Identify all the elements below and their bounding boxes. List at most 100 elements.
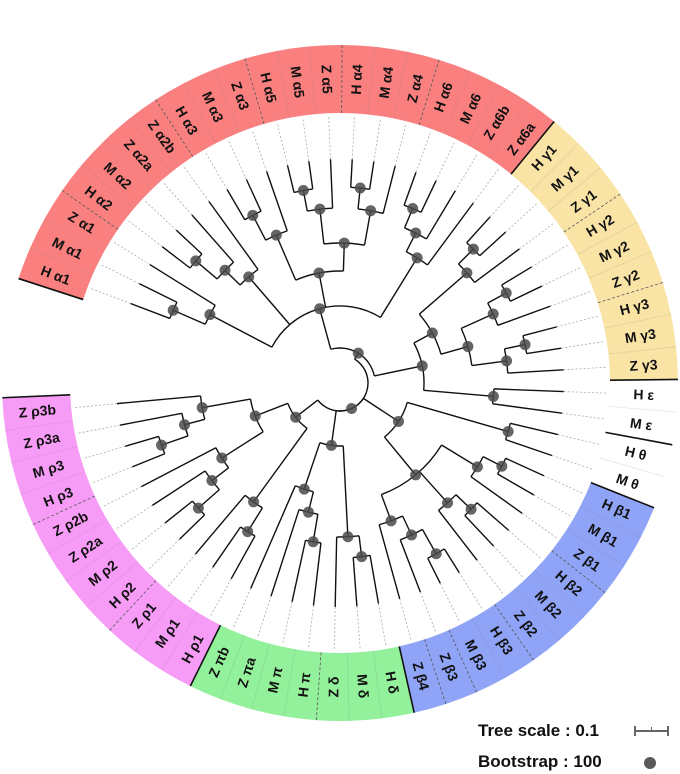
bootstrap-dot <box>270 229 282 241</box>
ring-divider <box>244 58 265 125</box>
ring-divider <box>563 193 621 233</box>
bootstrap-dot <box>307 536 319 548</box>
bootstrap-dots <box>156 182 531 563</box>
bootstrap-dot <box>156 439 168 451</box>
branch-line <box>334 536 338 607</box>
branch-line <box>363 210 372 246</box>
leaf-guide-line <box>435 140 456 181</box>
bootstrap-dot <box>410 227 422 239</box>
leaf-label: Z δ <box>325 676 341 697</box>
branch-line <box>460 313 494 330</box>
leaf-guide-line <box>76 424 121 434</box>
ring-divider <box>220 635 245 700</box>
leaf-label: H θ <box>623 443 648 464</box>
leaf-label: Z α4 <box>404 72 427 104</box>
branch-line <box>319 308 332 350</box>
bootstrap-dot <box>325 439 337 451</box>
branch-line <box>423 389 494 398</box>
ring-sector <box>48 519 122 582</box>
ring-sector <box>467 85 528 159</box>
ring-divider <box>183 82 216 144</box>
branch-line <box>116 395 201 405</box>
ring-sector <box>18 247 93 300</box>
ring-divider <box>418 59 440 125</box>
ring-sector <box>62 164 134 230</box>
tree-branches <box>73 115 608 651</box>
branch-line <box>507 369 564 374</box>
ring-divider <box>608 405 677 413</box>
leaf-label: M θ <box>614 470 641 493</box>
leaf-label: M δ <box>354 674 372 699</box>
ring-divider <box>604 313 672 329</box>
bootstrap-dot <box>314 203 326 215</box>
leaf-guide-line <box>531 243 570 268</box>
leaf-guide-line <box>127 219 163 248</box>
ring-divider <box>189 624 222 687</box>
bootstrap-label: Bootstrap : 100 <box>478 752 602 771</box>
branch-line <box>425 190 456 240</box>
branch-line <box>149 263 216 306</box>
bootstrap-dot <box>407 203 419 215</box>
leaf-label: M ε <box>629 415 654 434</box>
bootstrap-dot <box>500 287 512 299</box>
branch-line <box>407 401 509 433</box>
ring-sector <box>134 597 198 671</box>
leaf-guide-line <box>82 445 126 460</box>
ring-sector <box>530 143 601 212</box>
leaf-guide-line <box>130 522 166 551</box>
branch-line <box>265 171 288 232</box>
branch-line <box>505 438 553 457</box>
bootstrap-dot <box>411 252 423 264</box>
ring-sector <box>244 50 290 124</box>
ring-divider <box>599 457 665 478</box>
bootstrap-dot <box>501 355 513 367</box>
ring-sector <box>5 420 78 463</box>
bootstrap-dot <box>352 347 364 359</box>
leaf-label: M π <box>264 665 285 694</box>
ring-sector <box>129 99 193 173</box>
bootstrap-dot <box>206 475 218 487</box>
ring-sector <box>588 251 663 303</box>
bootstrap-dot <box>392 415 404 427</box>
branch-line <box>250 485 296 589</box>
branch-line <box>497 305 551 326</box>
ring-sector <box>2 394 73 431</box>
branch-line <box>420 180 437 213</box>
branch-line <box>426 202 474 266</box>
tree-scale-midtick <box>651 727 652 732</box>
bootstrap-dot <box>346 402 358 414</box>
leaf-guide-line <box>476 559 505 596</box>
ring-divider <box>276 50 290 118</box>
ring-sector <box>551 529 625 593</box>
leaf-guide-line <box>251 129 267 172</box>
ring-divider <box>86 561 138 608</box>
ring-sector <box>599 432 673 477</box>
ring-divider <box>251 643 270 710</box>
branch-line <box>497 473 535 496</box>
branch-line <box>522 326 558 337</box>
leaf-guide-line <box>257 595 272 639</box>
branch-line <box>476 502 510 531</box>
bootstrap-dot <box>297 184 309 196</box>
leaf-guide-line <box>182 165 210 202</box>
ring-divider <box>308 46 316 115</box>
ring-divider <box>489 101 529 159</box>
leaf-guide-line <box>356 606 361 651</box>
leaf-guide-line <box>187 567 214 604</box>
leaf-guide-line <box>373 118 381 162</box>
ring-divider <box>61 190 119 230</box>
leaf-label: Z β4 <box>410 660 433 692</box>
branch-line <box>342 445 349 537</box>
ring-sector <box>608 346 678 381</box>
bootstrap-dot <box>196 402 208 414</box>
leaf-label: H α5 <box>257 71 280 105</box>
leaf-label: M α4 <box>376 65 397 99</box>
branch-line <box>291 540 307 602</box>
ring-divider <box>30 247 93 276</box>
ring-sector <box>220 635 270 710</box>
leaf-guide-line <box>89 287 131 304</box>
ring-divider <box>104 140 153 190</box>
leaf-guide-line <box>227 139 247 180</box>
branch-line <box>363 397 399 423</box>
